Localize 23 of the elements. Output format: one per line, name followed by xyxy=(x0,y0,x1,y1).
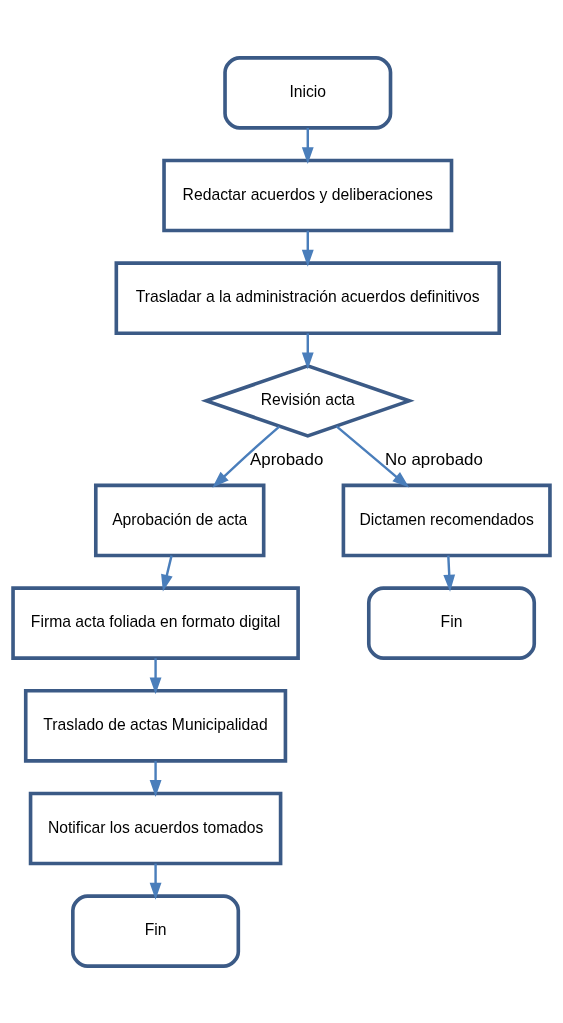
node-box: Notificar los acuerdos tomados xyxy=(28,791,283,865)
arrow xyxy=(149,863,162,900)
node-box: Firma acta foliada en formato digital xyxy=(11,585,300,660)
arrow xyxy=(301,332,314,369)
node-box: Dictamen recomendados xyxy=(341,483,552,557)
edge-label: Aprobado xyxy=(249,449,324,469)
arrow xyxy=(161,554,173,592)
node-diamond: Revisión acta xyxy=(200,363,415,438)
arrow xyxy=(149,760,162,797)
arrow xyxy=(301,230,314,267)
arrow xyxy=(443,555,456,592)
node-box: Aprobación de acta xyxy=(94,483,266,557)
arrow xyxy=(149,657,162,694)
node-box: Redactar acuerdos y deliberaciones xyxy=(162,158,454,232)
arrow xyxy=(301,127,314,164)
edge-label: No aprobado xyxy=(385,449,483,469)
arrow xyxy=(212,425,281,488)
node-box: Trasladar a la administración acuerdos definitivos xyxy=(114,260,502,335)
node-box: Inicio xyxy=(223,55,393,130)
node-box: Fin xyxy=(71,893,241,968)
node-box: Traslado de actas Municipalidad xyxy=(23,688,288,763)
node-box: Fin xyxy=(366,585,537,660)
arrow xyxy=(335,424,410,488)
